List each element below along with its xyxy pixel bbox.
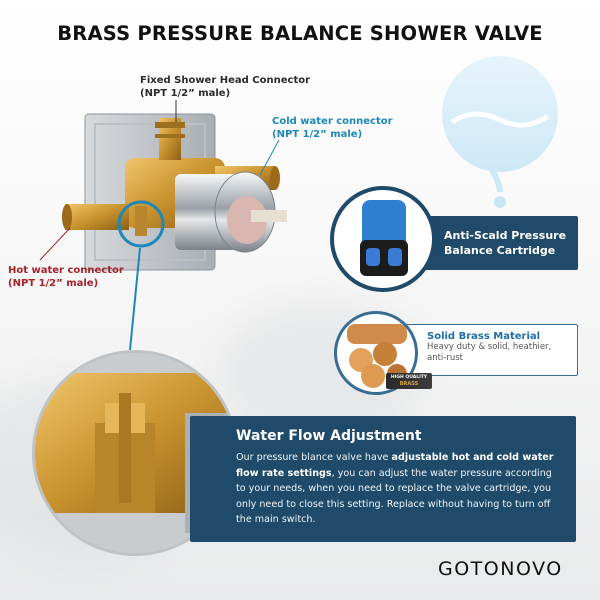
callout-title: Fixed Shower Head Connector — [140, 75, 311, 86]
cold-water-connector-label: Cold water connector (NPT 1/2” male) — [272, 115, 393, 141]
brass-feature-box: Solid Brass Material Heavy duty & solid,… — [392, 324, 578, 376]
valve-illustration — [55, 108, 315, 278]
shower-head-connector-label: Fixed Shower Head Connector (NPT 1/2” ma… — [140, 74, 310, 100]
cartridge-feature-box: Anti-Scald Pressure Balance Cartridge — [410, 216, 578, 270]
hot-water-connector-label: Hot water connector (NPT 1/2” male) — [8, 264, 124, 290]
feature-description: Heavy duty & solid, heathier, — [427, 342, 552, 352]
brand-logo: GOTONOVO — [438, 558, 563, 580]
water-drop-graphic — [430, 52, 570, 232]
badge-text: HIGH QUALITY — [390, 375, 428, 380]
callout-title: Hot water connector — [8, 265, 124, 276]
water-flow-title: Water Flow Adjustment — [236, 428, 422, 444]
callout-spec: (NPT 1/2” male) — [8, 278, 99, 289]
callout-spec: (NPT 1/2” male) — [272, 129, 363, 140]
description-text: Our pressure blance valve have — [236, 452, 392, 463]
callout-spec: (NPT 1/2” male) — [140, 88, 231, 99]
feature-title: Anti-Scald Pressure — [444, 229, 567, 242]
feature-title: Solid Brass Material — [427, 331, 541, 342]
badge-text: BRASS — [399, 381, 419, 387]
feature-title: Balance Cartridge — [444, 244, 556, 257]
description-text: , you can adjust the water pressure acco… — [236, 467, 552, 526]
callout-title: Cold water connector — [272, 116, 393, 127]
feature-description: anti-rust — [427, 353, 464, 363]
description-emphasis: adjustable hot and cold water flow rate … — [236, 452, 554, 479]
water-flow-adjustment-box: Water Flow Adjustment Our pressure blanc… — [190, 416, 576, 542]
water-flow-description: Our pressure blance valve have adjustabl… — [236, 450, 562, 528]
page-title: BRASS PRESSURE BALANCE SHOWER VALVE — [57, 22, 543, 45]
high-quality-brass-badge: HIGH QUALITY BRASS — [386, 373, 432, 389]
cartridge-image — [330, 186, 436, 292]
